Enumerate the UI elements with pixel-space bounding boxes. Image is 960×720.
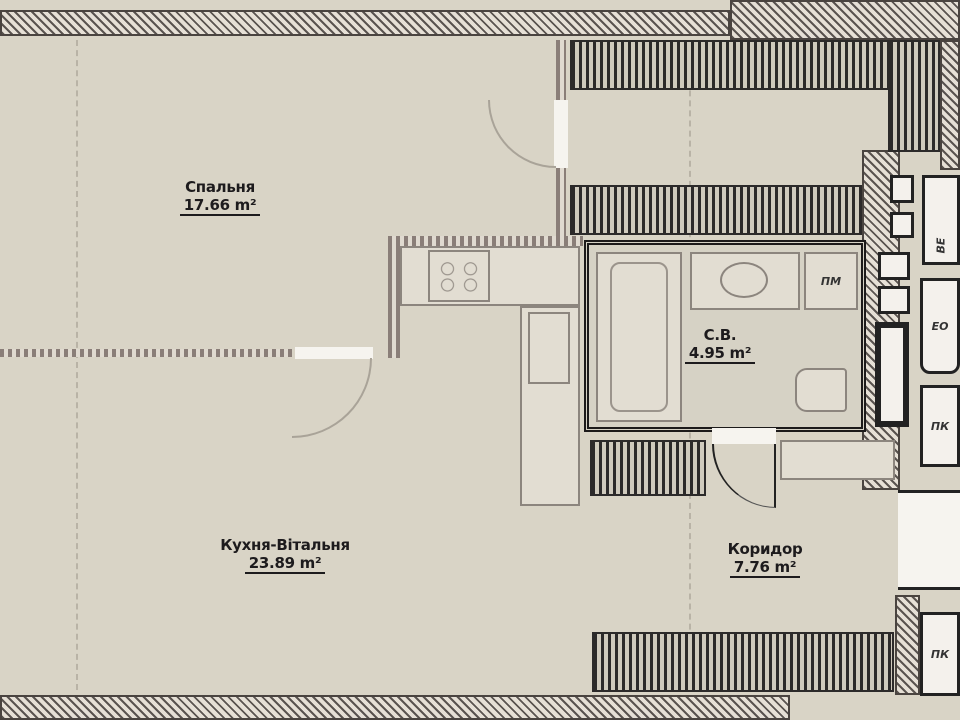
closet-door-opening[interactable] [554, 100, 568, 168]
kitchen-counter [400, 246, 580, 306]
kitchen-column [520, 306, 580, 506]
room-name: Кухня-Вітальня [220, 536, 350, 554]
room-name: Коридор [727, 540, 803, 558]
bathroom-door-opening[interactable] [712, 428, 776, 444]
room-name: С.В. [703, 326, 737, 344]
panel-pk-2: ПК [920, 612, 960, 696]
sink-icon [720, 262, 768, 298]
top-right-wall [730, 0, 960, 40]
corridor-wardrobe [592, 632, 894, 692]
grid-line [76, 40, 78, 690]
room-name: Спальня [185, 178, 255, 196]
washing-machine: ПМ [804, 252, 858, 310]
bottom-wall [0, 695, 790, 720]
closet-door-swing [488, 100, 556, 168]
wardrobe-top [570, 40, 890, 90]
washing-machine-label: ПМ [820, 274, 842, 288]
entrance-door[interactable] [898, 490, 960, 590]
room-label-corridor: Коридор 7.76 m² [695, 540, 835, 578]
room-area: 7.76 m² [729, 558, 801, 578]
bathroom-door-swing [712, 444, 776, 508]
toilet-icon [795, 368, 847, 412]
riser-box [875, 322, 909, 427]
shaft-box [890, 212, 914, 238]
kitchen-sink-icon [528, 312, 570, 384]
room-label-bathroom: С.В. 4.95 m² [660, 326, 780, 364]
partition-vertical [388, 238, 400, 358]
shaft-box [890, 175, 914, 203]
room-label-bedroom: Спальня 17.66 m² [150, 178, 290, 216]
right-top-wall [940, 40, 960, 170]
panel-pk-2-label: ПК [930, 647, 950, 661]
bathtub-inner [610, 262, 668, 412]
riser-panel: ВЕ [922, 175, 960, 265]
bedroom-door-opening[interactable] [295, 347, 373, 359]
electric-panel: ЕО [920, 278, 960, 374]
panel-pk-1: ПК [920, 385, 960, 467]
room-area: 17.66 m² [179, 196, 261, 216]
room-area: 23.89 m² [244, 554, 326, 574]
right-wall-lower [895, 595, 920, 695]
panel-pk-1-label: ПК [930, 419, 950, 433]
bedroom-door-swing [292, 358, 372, 438]
room-area: 4.95 m² [684, 344, 756, 364]
shaft-box [878, 252, 910, 280]
riser-label: ВЕ [934, 237, 948, 253]
bedroom-partition [0, 349, 292, 357]
electric-panel-label: ЕО [931, 319, 949, 333]
corridor-shelf [780, 440, 895, 480]
partition-horizontal [388, 236, 583, 246]
wardrobe-side [888, 40, 940, 152]
room-label-kitchen-living: Кухня-Вітальня 23.89 m² [170, 536, 400, 574]
top-wall [0, 10, 730, 36]
corridor-storage [590, 440, 706, 496]
stove-burners [436, 258, 482, 294]
wardrobe-bottom [570, 185, 862, 235]
shaft-box [878, 286, 910, 314]
